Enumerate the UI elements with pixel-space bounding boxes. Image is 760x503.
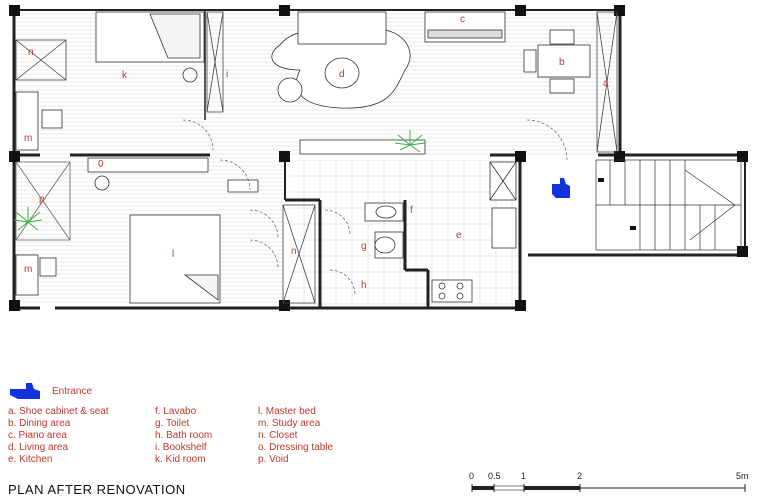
piano-icon bbox=[424, 11, 506, 43]
dining-table bbox=[523, 29, 591, 94]
legend-item: k. Kid room bbox=[155, 454, 206, 465]
legend-item: p. Void bbox=[258, 454, 289, 465]
legend-item: h. Bath room bbox=[155, 430, 213, 441]
sofa-icon bbox=[271, 11, 411, 109]
master-bed-icon bbox=[129, 179, 259, 304]
staircase bbox=[595, 159, 742, 251]
shoe-cabinet bbox=[596, 11, 618, 153]
kitchen-fixtures bbox=[431, 161, 517, 303]
tv-console bbox=[299, 139, 426, 155]
label-e: e bbox=[456, 230, 462, 241]
legend-item: i. Bookshelf bbox=[155, 442, 207, 453]
closet-top-left bbox=[15, 39, 67, 81]
label-g: g bbox=[361, 241, 367, 252]
plant-icon bbox=[13, 130, 426, 231]
entrance-hand-icon bbox=[552, 178, 570, 198]
label-h: h bbox=[361, 280, 367, 291]
kid-bed-icon bbox=[95, 11, 205, 83]
columns bbox=[9, 5, 748, 311]
label-f: f bbox=[410, 205, 413, 216]
label-p: p bbox=[39, 194, 45, 205]
scale-tick-label: 0.5 bbox=[488, 471, 501, 481]
label-c: c bbox=[460, 14, 465, 25]
bookshelf bbox=[206, 11, 224, 113]
legend-item: d. Living area bbox=[8, 442, 69, 453]
label-k: k bbox=[122, 70, 128, 81]
closet-middle bbox=[282, 204, 316, 304]
legend-item: e. Kitchen bbox=[8, 454, 53, 465]
legend-column-2: f. Lavabo g. Toilet h. Bath room i. Book… bbox=[155, 406, 212, 466]
label-d: d bbox=[339, 69, 345, 80]
door-handle bbox=[598, 178, 604, 182]
legend-item: g. Toilet bbox=[155, 418, 190, 429]
void-area bbox=[15, 161, 71, 241]
entrance-label: Entrance bbox=[52, 386, 93, 397]
scale-tick-label: 1 bbox=[521, 471, 527, 481]
label-o: 0 bbox=[98, 159, 104, 170]
scale-tick-label: 5m bbox=[736, 471, 749, 481]
label-n-middle: n bbox=[291, 246, 297, 257]
legend-column-3: l. Master bed m. Study area n. Closet o.… bbox=[258, 406, 333, 466]
legend-item: f. Lavabo bbox=[155, 406, 197, 417]
legend-item: n. Closet bbox=[258, 430, 298, 441]
legend-item: c. Piano area bbox=[8, 430, 67, 441]
label-l: l bbox=[172, 249, 174, 260]
scale-tick-label: 0 bbox=[469, 471, 475, 481]
bathroom-fixtures bbox=[364, 202, 404, 259]
dressing-table bbox=[87, 157, 209, 191]
door-swings bbox=[182, 119, 568, 296]
legend-item: b. Dining area bbox=[8, 418, 71, 429]
legend-item: a. Shoe cabinet & seat bbox=[8, 406, 109, 417]
door-handle bbox=[630, 226, 636, 230]
label-m-bottom: m bbox=[24, 264, 32, 275]
label-n-top: n bbox=[28, 47, 34, 58]
entrance-hand-icon bbox=[10, 383, 40, 399]
legend-item: o. Dressing table bbox=[258, 442, 334, 453]
plan-title: PLAN AFTER RENOVATION bbox=[8, 482, 186, 497]
scale-bar-graphic bbox=[471, 484, 746, 492]
label-a: a bbox=[603, 78, 609, 89]
study-desk bbox=[15, 91, 63, 296]
label-m-top: m bbox=[24, 133, 32, 144]
legend-column-1: a. Shoe cabinet & seat b. Dining area c.… bbox=[8, 406, 109, 466]
legend-item: l. Master bed bbox=[258, 406, 316, 417]
legend-item: m. Study area bbox=[258, 418, 321, 429]
scale-bar: 0 0.5 1 2 5m bbox=[460, 471, 750, 503]
label-b: b bbox=[559, 57, 565, 68]
label-i: i bbox=[226, 69, 228, 80]
scale-tick-label: 2 bbox=[577, 471, 583, 481]
